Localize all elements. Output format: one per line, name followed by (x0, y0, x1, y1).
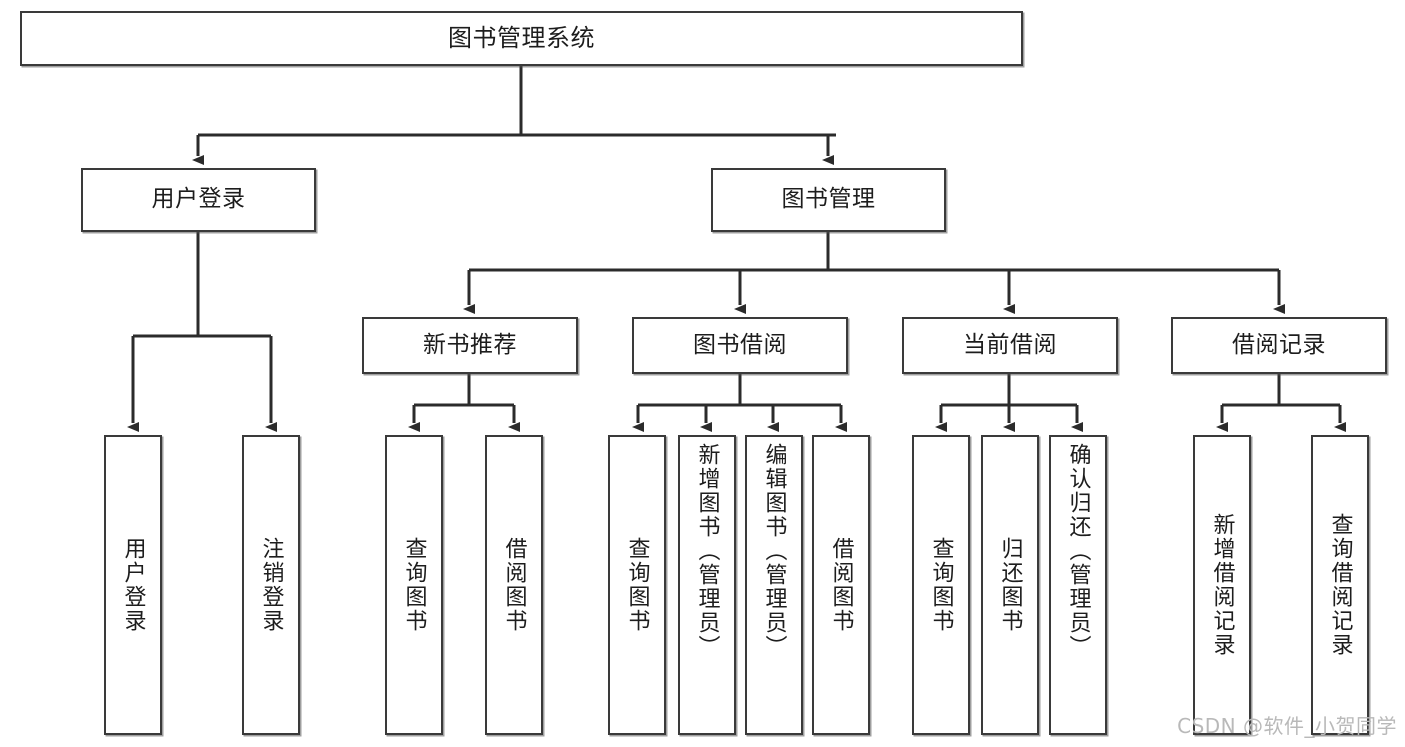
leaf-user-login[interactable]: 用户登录 (104, 435, 162, 735)
leaf-query-book-borrow[interactable]: 查询图书 (608, 435, 666, 735)
node-book-management[interactable]: 图书管理 (711, 168, 946, 232)
leaf-borrow-book-recommend[interactable]: 借阅图书 (485, 435, 543, 735)
node-book-borrow[interactable]: 图书借阅 (632, 317, 848, 374)
leaf-confirm-return-admin[interactable]: 确认归还（管理员） (1049, 435, 1107, 735)
leaf-query-book-recommend[interactable]: 查询图书 (385, 435, 443, 735)
node-root-system[interactable]: 图书管理系统 (20, 11, 1023, 66)
leaf-borrow-book[interactable]: 借阅图书 (812, 435, 870, 735)
leaf-query-book-current[interactable]: 查询图书 (912, 435, 970, 735)
node-label: 确认归还（管理员） (1065, 443, 1091, 659)
leaf-add-book-admin[interactable]: 新增图书（管理员） (678, 435, 736, 735)
node-label: 编辑图书（管理员） (761, 443, 787, 659)
leaf-logout-login[interactable]: 注销登录 (242, 435, 300, 735)
node-label: 查询图书 (624, 537, 650, 633)
leaf-add-borrow-record[interactable]: 新增借阅记录 (1193, 435, 1251, 735)
node-label: 注销登录 (258, 537, 284, 633)
node-label: 用户登录 (120, 537, 146, 633)
node-label: 查询借阅记录 (1327, 513, 1353, 657)
leaf-edit-book-admin[interactable]: 编辑图书（管理员） (745, 435, 803, 735)
node-user-login[interactable]: 用户登录 (81, 168, 316, 232)
node-label: 归还图书 (997, 537, 1023, 633)
node-label: 借阅记录 (1232, 331, 1326, 358)
node-label: 用户登录 (151, 186, 246, 213)
node-new-book-recommend[interactable]: 新书推荐 (362, 317, 578, 374)
node-current-borrow[interactable]: 当前借阅 (902, 317, 1118, 374)
node-label: 当前借阅 (963, 331, 1057, 358)
node-label: 图书借阅 (693, 331, 787, 358)
node-label: 新增图书（管理员） (694, 443, 720, 659)
leaf-query-borrow-record[interactable]: 查询借阅记录 (1311, 435, 1369, 735)
node-borrow-record[interactable]: 借阅记录 (1171, 317, 1387, 374)
node-label: 图书管理 (781, 186, 876, 213)
node-label: 图书管理系统 (448, 24, 595, 53)
node-label: 查询图书 (401, 537, 427, 633)
node-label: 查询图书 (928, 537, 954, 633)
node-label: 借阅图书 (501, 537, 527, 633)
leaf-return-book[interactable]: 归还图书 (981, 435, 1039, 735)
watermark-text: CSDN @软件_小贺同学 (1177, 714, 1397, 738)
node-label: 借阅图书 (828, 537, 854, 633)
node-label: 新书推荐 (423, 331, 517, 358)
node-label: 新增借阅记录 (1209, 513, 1235, 657)
